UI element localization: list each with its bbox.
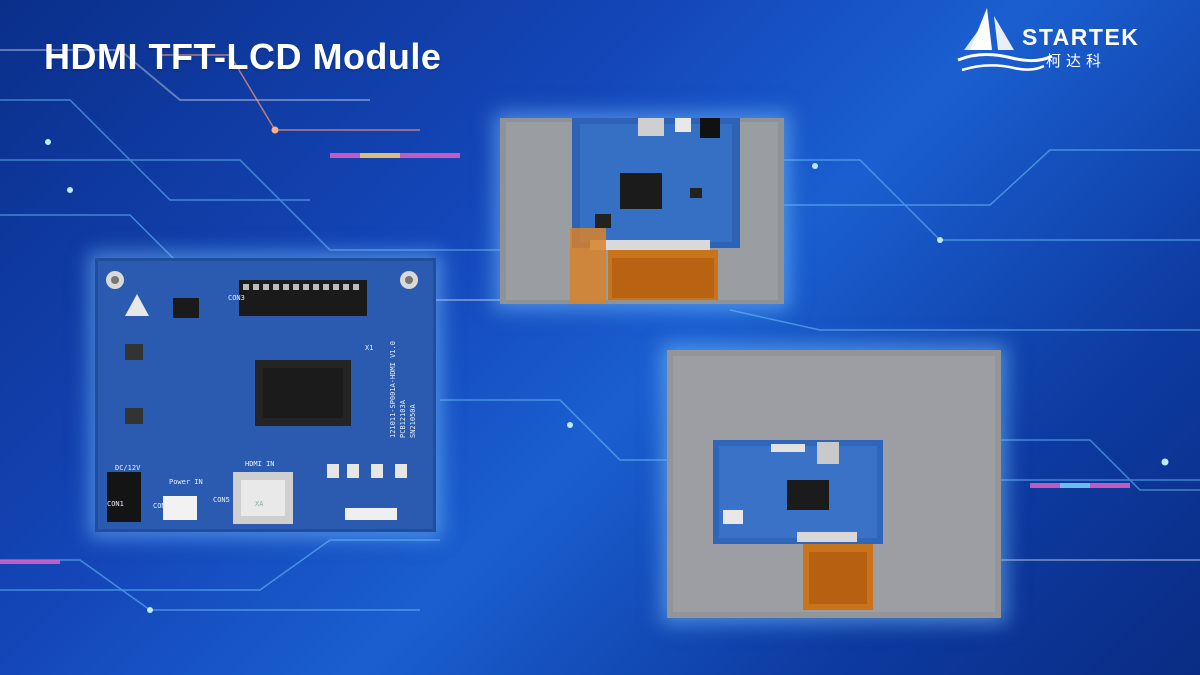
slide-title: HDMI TFT-LCD Module	[44, 36, 442, 77]
silk-con1: CON1	[107, 500, 124, 508]
lcd-module-photo-bottom	[667, 350, 1001, 618]
startek-logo: STARTEK 柯达科	[952, 6, 1152, 80]
logo-chinese-name: 柯达科	[1046, 52, 1107, 70]
silk-xa: XA	[255, 500, 264, 508]
lcd-module-photo-top	[500, 118, 784, 304]
silk-con2: CON2	[153, 502, 170, 510]
silk-sn: SN21050A	[409, 403, 417, 438]
silk-x1: X1	[365, 344, 373, 352]
silk-dc12v: DC/12V	[115, 464, 141, 472]
hdmi-controller-board-photo: CON3 CON1 CON2 CON5 HDMI IN DC/12V Power…	[95, 258, 436, 532]
silk-power-in: Power IN	[169, 478, 203, 486]
controller-board-image: CON3 CON1 CON2 CON5 HDMI IN DC/12V Power…	[95, 258, 436, 532]
silk-con5: CON5	[213, 496, 230, 504]
silk-hdmi-in: HDMI IN	[245, 460, 275, 468]
silk-con3: CON3	[228, 294, 245, 302]
silk-model: 121011-SP001A-HDMI V1.0	[389, 341, 397, 438]
lcd-module-top-image	[500, 118, 784, 304]
silk-pcb: PCB12103A	[399, 399, 407, 438]
lcd-module-bottom-image	[667, 350, 1001, 618]
logo-wordmark: STARTEK	[1022, 24, 1140, 50]
